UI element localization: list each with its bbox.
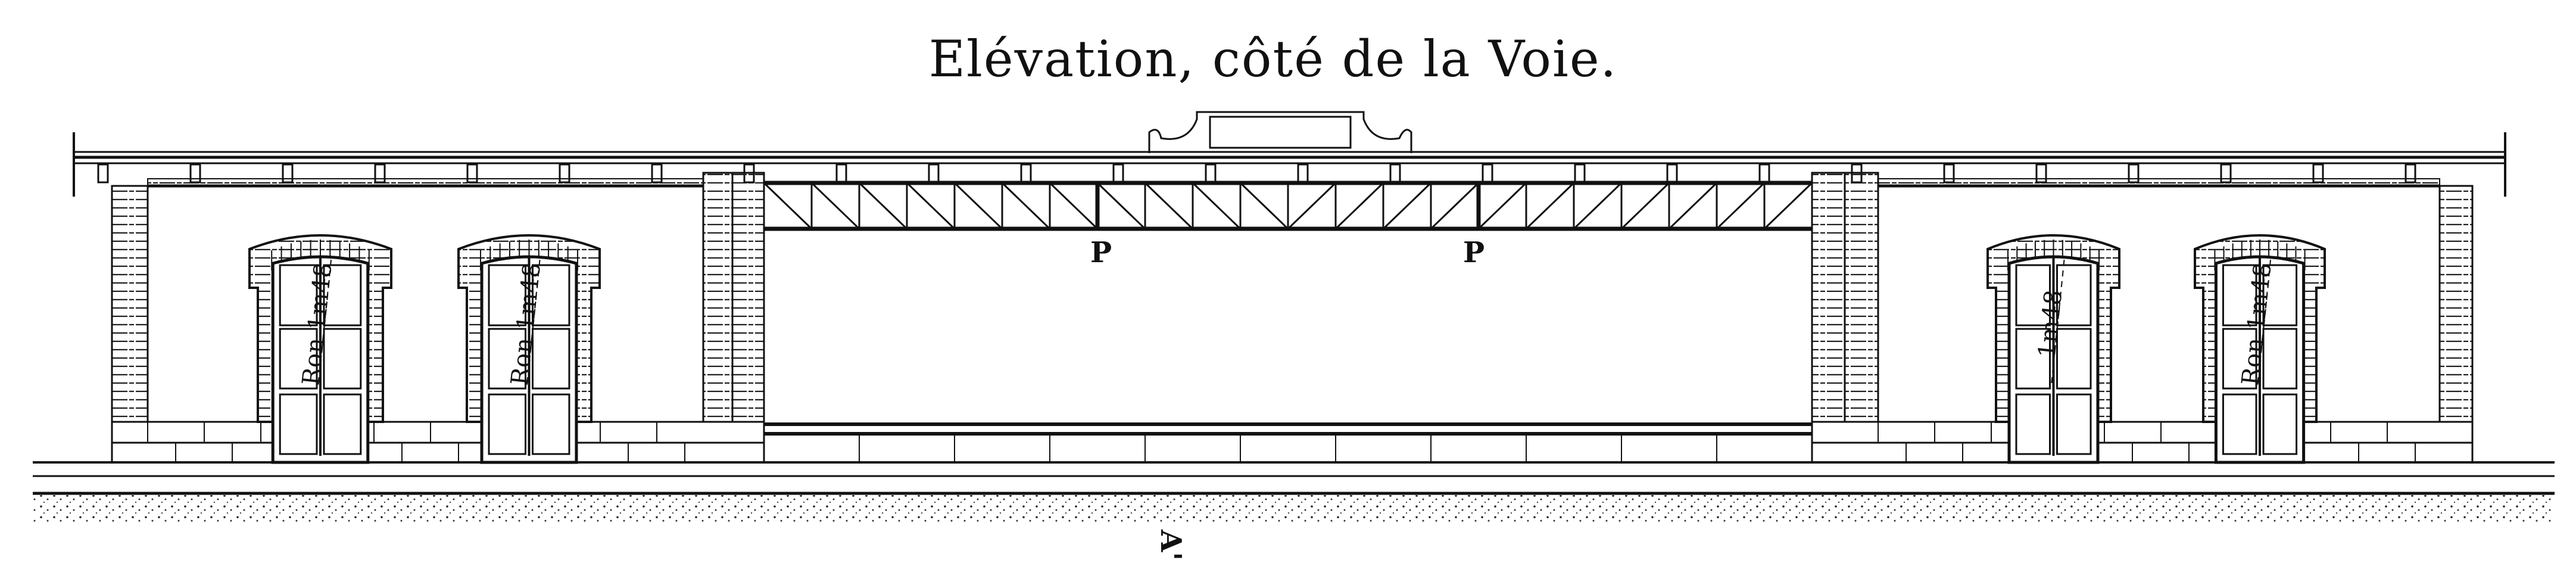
truss-diagonal: [1239, 182, 1289, 230]
ground: [33, 461, 2555, 522]
door-pane: [488, 264, 527, 327]
cornice-bracket: [1482, 163, 1493, 184]
truss-diagonal: [1525, 182, 1575, 230]
cornice-bracket: [282, 163, 294, 184]
door-pane: [323, 328, 362, 390]
cornice-bracket: [2220, 163, 2232, 184]
cornice-bracket: [559, 163, 570, 184]
window-4: Ron 1m48: [2194, 234, 2326, 464]
cornice-bracket: [2035, 163, 2047, 184]
truss-diagonal: [1192, 182, 1242, 230]
truss-diagonal: [1001, 182, 1051, 230]
cornice-bracket: [466, 163, 478, 184]
door-pane: [2222, 328, 2257, 390]
cornice-bracket: [1112, 163, 1124, 184]
door-pane: [2262, 264, 2298, 327]
cornice-bracket: [1574, 163, 1586, 184]
window-1: Ron 1m48: [248, 234, 392, 464]
stone-plinth: [111, 421, 2474, 462]
door-pane: [279, 328, 318, 390]
left-end-pier: [111, 185, 149, 423]
truss-diagonal: [906, 182, 956, 230]
truss-diagonal: [1573, 182, 1623, 230]
truss-diagonal: [1477, 182, 1527, 230]
truss-diagonal: [1334, 182, 1384, 230]
cornice-bracket: [2312, 163, 2324, 184]
door-pane: [2056, 264, 2092, 327]
door-pane: [2222, 264, 2257, 327]
section-mark: A': [1154, 529, 1187, 561]
door-pane: [279, 264, 318, 327]
door-pane: [2056, 393, 2092, 455]
door-pane: [2262, 393, 2298, 455]
truss-diagonal: [1096, 182, 1146, 230]
truss-diagonal: [1430, 182, 1480, 230]
truss-diagonal: [1049, 182, 1099, 230]
cornice-bracket: [97, 163, 109, 184]
lattice-girder: [763, 181, 1813, 231]
right-end-pier: [2438, 185, 2474, 423]
truss-diagonal: [1668, 182, 1718, 230]
window-2: Ron 1m48: [457, 234, 601, 464]
truss-diagonal: [763, 182, 813, 230]
roof-cornice: [73, 132, 2506, 197]
window-3: 1m48: [1986, 234, 2120, 464]
truss-diagonal: [1287, 182, 1337, 230]
truss-diagonal: [1620, 182, 1670, 230]
drawing-title: Elévation, côté de la Voie.: [929, 30, 1618, 88]
cornice-bracket: [928, 163, 940, 184]
door-pane: [279, 393, 318, 455]
windows: Ron 1m48 Ron 1m48 1m48 Ron 1m48: [248, 234, 2326, 464]
cornice-bracket: [1020, 163, 1032, 184]
cornice-bracket: [2128, 163, 2140, 184]
cornice-bracket: [1205, 163, 1217, 184]
door-pane: [2015, 328, 2051, 390]
truss-diagonal: [858, 182, 908, 230]
cornice-bracket: [651, 163, 663, 184]
door-pane: [323, 393, 362, 455]
door-pane: [2262, 328, 2298, 390]
truss-diagonal: [1382, 182, 1432, 230]
cornice-bracket: [374, 163, 386, 184]
door-pane: [532, 264, 570, 327]
cornice-bracket: [189, 163, 201, 184]
truss-diagonal: [1716, 182, 1766, 230]
door-pane: [488, 328, 527, 390]
door-pane: [2015, 393, 2051, 455]
truss-diagonal: [953, 182, 1003, 230]
cornice-bracket: [835, 163, 847, 184]
building-walls: [111, 172, 2474, 462]
door-pane: [2222, 393, 2257, 455]
cornice-bracket: [1389, 163, 1401, 184]
cornice-bracket: [2405, 163, 2416, 184]
cornice-bracket: [1297, 163, 1309, 184]
door-pane: [488, 393, 527, 455]
truss-label-p2: P: [1463, 236, 1485, 269]
cornice-bracket: [1758, 163, 1770, 184]
cornice-bracket: [1666, 163, 1678, 184]
truss-diagonal: [1144, 182, 1194, 230]
truss-diagonal: [810, 182, 860, 230]
door-pane: [532, 328, 570, 390]
truss-diagonal: [1763, 182, 1813, 230]
cornice-bracket: [1943, 163, 1955, 184]
roof-ornament: [1148, 111, 1412, 153]
door-pane: [532, 393, 570, 455]
door-pane: [2056, 328, 2092, 390]
door-pane: [323, 264, 362, 327]
door-pane: [2015, 264, 2051, 327]
center-left-pier: [702, 172, 765, 423]
truss-label-p1: P: [1090, 236, 1112, 269]
